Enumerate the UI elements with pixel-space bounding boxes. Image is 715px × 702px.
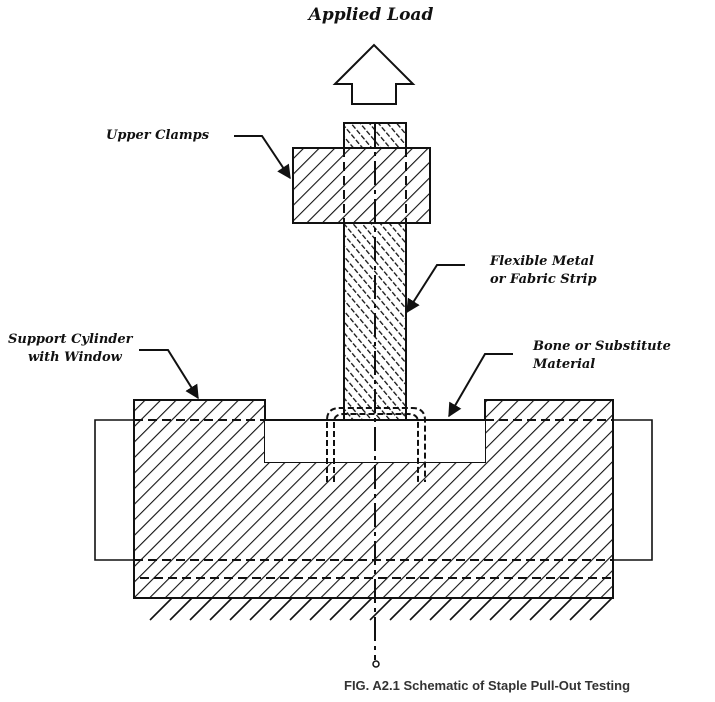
figure-caption: FIG. A2.1 Schematic of Staple Pull-Out T… <box>344 678 630 693</box>
applied-load-title: Applied Load <box>307 5 434 25</box>
support-leader-arrow <box>139 349 199 400</box>
strip-label-line2: or Fabric Strip <box>490 272 597 287</box>
centerline-end <box>372 660 380 668</box>
strip-label-line1: Flexible Metal <box>489 254 594 269</box>
applied-load-arrow-icon <box>332 43 416 105</box>
support-label-line1: Support Cylinder <box>8 332 134 347</box>
bone-leader-arrow <box>448 353 513 418</box>
right-window-outline <box>613 419 653 561</box>
upper-clamps-leader-arrow <box>234 135 291 180</box>
support-label-line2: with Window <box>28 350 123 365</box>
bone-label-line2: Material <box>532 357 595 372</box>
strip-leader-arrow <box>406 264 465 314</box>
left-window-outline <box>94 419 134 561</box>
upper-clamps-label: Upper Clamps <box>106 128 210 143</box>
bone-label-line1: Bone or Substitute <box>532 339 671 354</box>
ground-support <box>149 597 613 621</box>
upper-clamps-hatch <box>292 147 431 224</box>
